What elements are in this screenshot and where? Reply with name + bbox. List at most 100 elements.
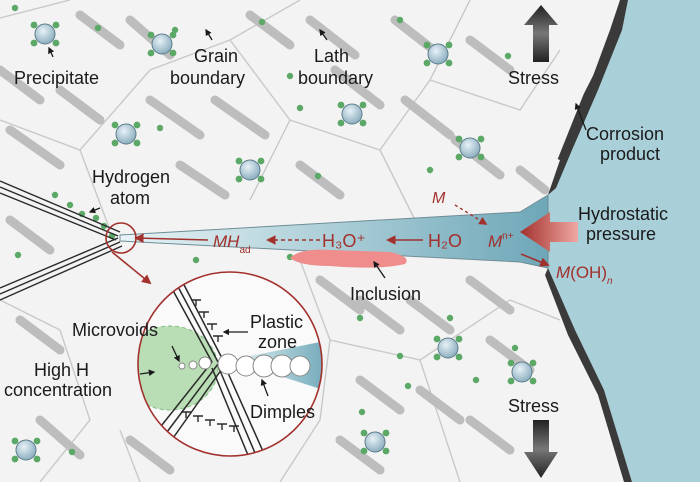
hydrogen-dot (511, 344, 519, 352)
hydrogen-dot (404, 382, 412, 390)
inset-grain-boundaries (149, 280, 267, 456)
hydrogen-dot (68, 448, 76, 456)
hydrogen-dot (314, 172, 322, 180)
label-lath-boundary-1: Lath (314, 46, 349, 66)
stress-arrow-down (524, 420, 558, 478)
microstructure (0, 0, 561, 482)
hydrogen-dot (286, 72, 294, 80)
precipitate (360, 429, 390, 455)
reaction-arrows (134, 204, 550, 267)
stress-corrosion-crack (119, 194, 549, 269)
lath (0, 65, 45, 105)
label-hydrostatic-1: Hydrostatic (578, 204, 668, 224)
hydrogen-dot (11, 4, 19, 12)
hydrogen-dot (426, 166, 434, 174)
species-h3o: H₃O⁺ (322, 231, 366, 251)
hydrogen-dot (356, 314, 364, 322)
precipitate (433, 335, 463, 361)
hydrogen-dot (92, 214, 100, 222)
label-plastic-2: zone (258, 332, 297, 352)
leader-lines (48, 28, 587, 397)
lath (465, 35, 515, 75)
precipitate (30, 21, 60, 47)
hydrogen-dot (396, 16, 404, 24)
precipitate (147, 31, 177, 57)
dislocation-symbol (199, 311, 209, 318)
hydrogen-dots (11, 4, 519, 456)
hydrogen-dot (504, 52, 512, 60)
label-precipitate: Precipitate (14, 68, 99, 88)
species-moh: M(OH)n (556, 263, 613, 287)
microvoids (178, 356, 212, 370)
lath (245, 10, 295, 50)
hydrogen-dot (94, 24, 102, 32)
lath (515, 165, 550, 195)
dislocations (181, 299, 239, 432)
hydrogen-dot (192, 256, 200, 264)
crack-grain-boundary-tracks (0, 180, 123, 301)
label-corrosion-2: product (600, 144, 660, 164)
label-high-h-1: High H (34, 360, 89, 380)
lath (5, 125, 65, 170)
lath (330, 65, 385, 110)
lath (125, 435, 175, 475)
precipitate (455, 135, 485, 161)
lath (5, 215, 55, 255)
label-hydrostatic-2: pressure (586, 224, 656, 244)
label-plastic-1: Plastic (250, 312, 303, 332)
precipitate (11, 437, 41, 463)
lath (145, 95, 205, 140)
corrosion-product-bottom (545, 268, 632, 482)
label-dimples: Dimples (250, 402, 315, 422)
label-stress-bottom: Stress (508, 396, 559, 416)
hydrogen-dot (472, 376, 480, 384)
label-grain-boundary-1: Grain (194, 46, 238, 66)
label-microvoids: Microvoids (72, 320, 158, 340)
hydrogen-dot (358, 408, 366, 416)
dimples (217, 353, 311, 378)
species-m: M (432, 190, 446, 207)
precipitate (423, 41, 453, 67)
hydrogen-dot (66, 201, 74, 209)
corrosion-scale (557, 38, 617, 161)
lath (335, 435, 385, 475)
label-inclusion: Inclusion (350, 284, 421, 304)
label-grain-boundary-2: boundary (170, 68, 245, 88)
species-mh-ad: MHad (213, 232, 251, 256)
hydrogen-dot (156, 124, 164, 132)
label-lath-boundary-2: boundary (298, 68, 373, 88)
zoom-inset (137, 271, 323, 457)
hydrogen-dot (258, 18, 266, 26)
precipitate (111, 121, 141, 147)
label-hydrogen-2: atom (110, 188, 150, 208)
species-h2o: H₂O (428, 231, 462, 251)
dislocation-symbol (193, 415, 203, 422)
lath (55, 85, 105, 125)
hydrogen-dot (396, 352, 404, 360)
precipitate (235, 157, 265, 183)
precipitates (11, 21, 537, 463)
lath (210, 95, 270, 140)
corrosive-solution (548, 0, 700, 482)
lath (465, 415, 515, 455)
precipitate (507, 359, 537, 385)
lath (305, 15, 360, 60)
hydrogen-dot (14, 251, 22, 259)
dislocation-symbol (217, 423, 227, 430)
label-high-h-2: concentration (4, 380, 112, 400)
dislocation-symbol (213, 335, 223, 342)
high-h-zone (138, 325, 219, 411)
precipitate (337, 101, 367, 127)
lath-structures (0, 10, 550, 475)
lath (405, 295, 455, 335)
dislocation-symbol (181, 411, 191, 418)
dislocation-symbol (191, 299, 201, 306)
hydrostatic-pressure-arrow (520, 212, 578, 252)
lath (400, 95, 455, 140)
hydrogen-dot (296, 104, 304, 112)
lath (465, 275, 515, 315)
lath (295, 160, 345, 200)
hydrogen-dot (171, 26, 179, 34)
zoom-arrow (111, 251, 152, 285)
